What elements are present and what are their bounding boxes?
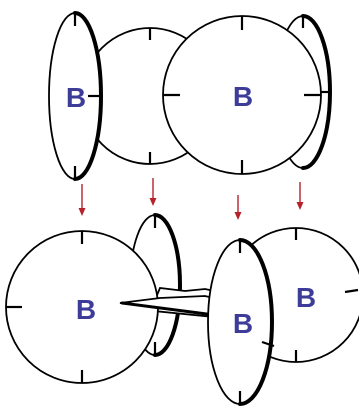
top-left-disc-label: B (66, 82, 86, 113)
arrow-2 (149, 178, 157, 206)
bottom-right-disc-label: B (296, 282, 316, 313)
bottom-edge-disc: B (207, 238, 275, 406)
top-left-edge-disc: B (48, 11, 103, 181)
arrow-4 (296, 182, 304, 210)
arrow-3 (234, 195, 242, 220)
bottom-left-disc: B (5, 230, 159, 384)
arrows (78, 178, 304, 220)
bottom-row: B B (5, 213, 359, 406)
top-row: B B (48, 11, 332, 181)
top-big-disc-label: B (233, 81, 253, 112)
bottom-edge-disc-label: B (233, 308, 253, 339)
top-big-disc: B (162, 15, 322, 175)
arrow-1 (78, 184, 86, 216)
bottom-left-disc-label: B (76, 294, 96, 325)
